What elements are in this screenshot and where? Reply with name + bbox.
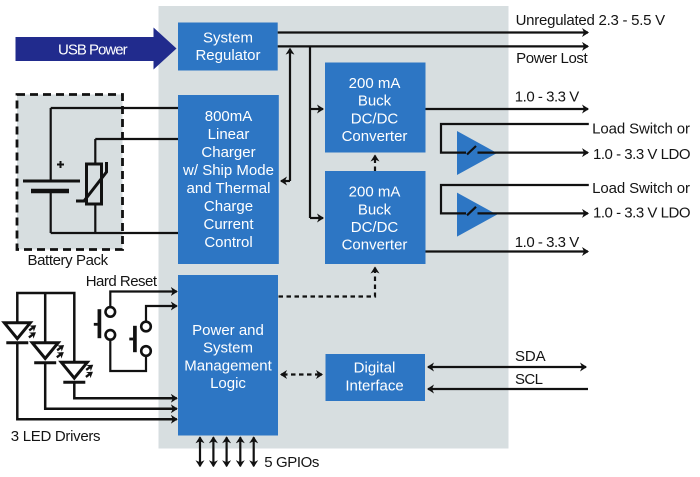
svg-text:Load Switch or: Load Switch or xyxy=(592,180,690,197)
svg-text:SDA: SDA xyxy=(515,348,546,365)
svg-text:Linear: Linear xyxy=(208,126,250,143)
svg-text:800mA: 800mA xyxy=(205,108,253,125)
svg-text:200 mA: 200 mA xyxy=(349,75,401,92)
svg-text:Buck: Buck xyxy=(358,93,392,110)
svg-text:w/ Ship Mode: w/ Ship Mode xyxy=(182,162,274,179)
svg-text:Current: Current xyxy=(203,216,254,233)
svg-text:1.0 - 3.3 V: 1.0 - 3.3 V xyxy=(515,89,579,106)
svg-text:1.0 - 3.3 V LDO: 1.0 - 3.3 V LDO xyxy=(593,205,690,222)
svg-text:Power Lost: Power Lost xyxy=(516,50,588,67)
svg-text:Hard Reset: Hard Reset xyxy=(86,273,158,290)
svg-text:5 GPIOs: 5 GPIOs xyxy=(264,454,319,471)
svg-text:Charger: Charger xyxy=(201,144,255,161)
svg-text:1.0 - 3.3 V LDO: 1.0 - 3.3 V LDO xyxy=(593,146,690,163)
svg-text:DC/DC: DC/DC xyxy=(351,110,399,127)
svg-text:3 LED Drivers: 3 LED Drivers xyxy=(11,428,100,445)
svg-text:and Thermal: and Thermal xyxy=(187,180,271,197)
svg-text:DC/DC: DC/DC xyxy=(351,219,399,236)
svg-text:System: System xyxy=(203,29,253,46)
svg-text:Charge: Charge xyxy=(204,198,253,215)
svg-text:USB Power: USB Power xyxy=(58,42,128,59)
svg-text:Interface: Interface xyxy=(345,377,403,394)
svg-text:200 mA: 200 mA xyxy=(349,184,401,201)
svg-text:Regulator: Regulator xyxy=(195,47,260,64)
svg-text:Logic: Logic xyxy=(210,375,246,392)
svg-text:Digital: Digital xyxy=(354,360,396,377)
svg-text:Converter: Converter xyxy=(342,237,408,254)
svg-text:Unregulated 2.3 - 5.5 V: Unregulated 2.3 - 5.5 V xyxy=(516,12,666,29)
svg-text:SCL: SCL xyxy=(515,371,543,388)
svg-text:Management: Management xyxy=(184,357,272,374)
svg-text:1.0 - 3.3 V: 1.0 - 3.3 V xyxy=(515,234,579,251)
svg-text:Control: Control xyxy=(204,234,252,251)
svg-text:Buck: Buck xyxy=(358,201,392,218)
svg-text:Power and: Power and xyxy=(192,322,264,339)
svg-text:Converter: Converter xyxy=(342,128,408,145)
svg-text:Load Switch or: Load Switch or xyxy=(592,121,690,138)
svg-text:Battery Pack: Battery Pack xyxy=(28,252,109,269)
svg-text:System: System xyxy=(203,340,253,357)
